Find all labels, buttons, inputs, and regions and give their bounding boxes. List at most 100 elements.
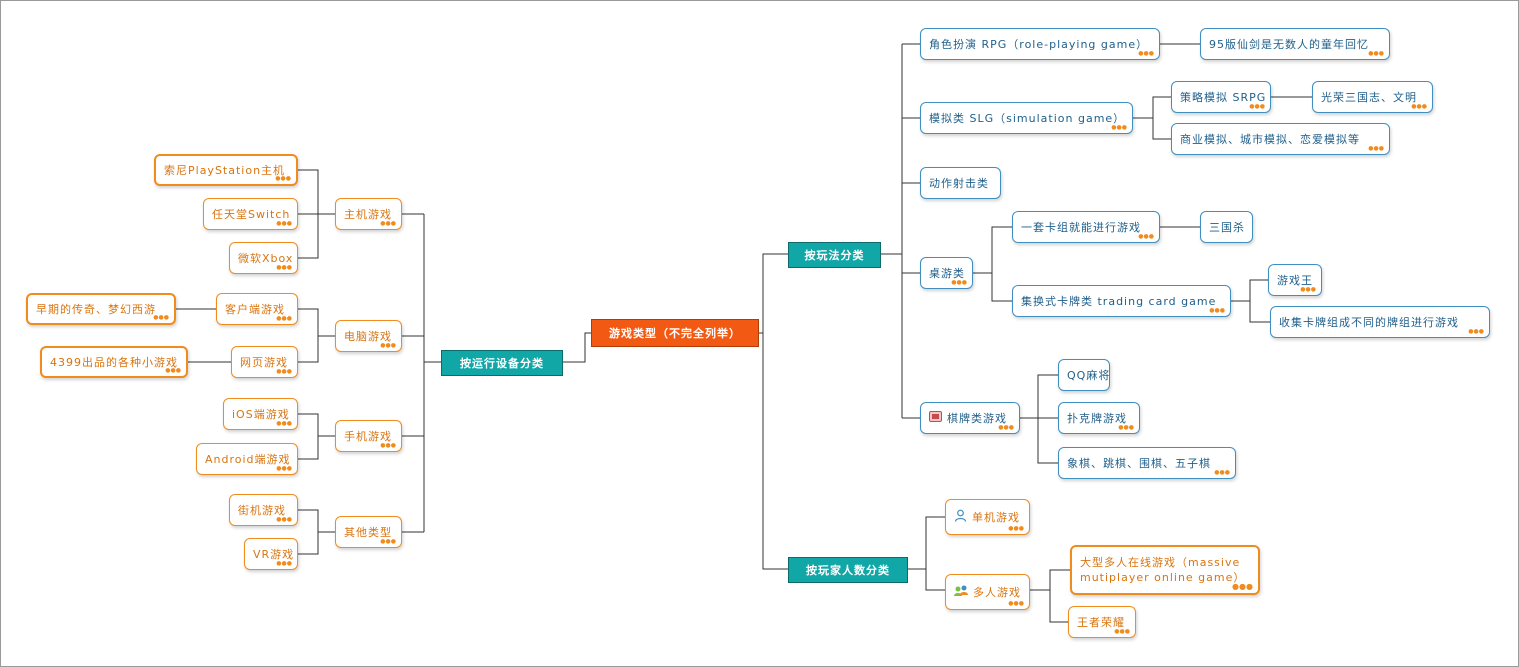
players-single-node[interactable]: 单机游戏 ●●● (945, 499, 1030, 535)
srpg-example-node[interactable]: 光荣三国志、文明 ●●● (1312, 81, 1433, 113)
pc-client-example-label: 早期的传奇、梦幻西游 (36, 303, 156, 316)
link-multi-children (1030, 569, 1070, 623)
tcg-example-label: 游戏王 (1277, 274, 1313, 287)
pc-web-example[interactable]: 4399出品的各种小游戏 ●●● (40, 346, 188, 378)
gameplay-slg-label: 模拟类 SLG（simulation game） (929, 112, 1126, 125)
pc-web-label: 网页游戏 (240, 356, 288, 369)
mobile-item-android[interactable]: Android端游戏 ●●● (196, 443, 298, 475)
deck-example-label: 三国杀 (1209, 221, 1245, 234)
ellipsis-icon: ●●● (276, 560, 292, 567)
chess-item-label: 象棋、跳棋、围棋、五子棋 (1067, 457, 1211, 470)
chess-item-mahjong[interactable]: QQ麻将 (1058, 359, 1110, 391)
slg-business-label: 商业模拟、城市模拟、恋爱模拟等 (1180, 133, 1360, 146)
ellipsis-icon: ●●● (276, 264, 292, 271)
ellipsis-icon: ●●● (1368, 50, 1384, 57)
pc-client-example[interactable]: 早期的传奇、梦幻西游 ●●● (26, 293, 176, 325)
ellipsis-icon: ●●● (1138, 50, 1154, 57)
ellipsis-icon: ●●● (153, 314, 169, 321)
tcg-desc-label: 收集卡牌组成不同的牌组进行游戏 (1279, 316, 1459, 329)
link-other-items (298, 509, 335, 555)
mobile-item-ios[interactable]: iOS端游戏 ●●● (223, 398, 298, 430)
ellipsis-icon: ●●● (380, 538, 396, 545)
device-other-node[interactable]: 其他类型 ●●● (335, 516, 402, 548)
ellipsis-icon: ●●● (1114, 628, 1130, 635)
category-gameplay[interactable]: 按玩法分类 (788, 242, 881, 268)
ellipsis-icon: ●●● (276, 315, 292, 322)
players-multi-node[interactable]: 多人游戏 ●●● (945, 574, 1030, 610)
root-node[interactable]: 游戏类型（不完全列举） (591, 319, 759, 347)
gameplay-slg-node[interactable]: 模拟类 SLG（simulation game） ●●● (920, 102, 1133, 134)
chess-item-label: QQ麻将 (1067, 369, 1111, 382)
ellipsis-icon: ●●● (1008, 525, 1024, 532)
ellipsis-icon: ●●● (276, 368, 292, 375)
gameplay-rpg-node[interactable]: 角色扮演 RPG（role-playing game） ●●● (920, 28, 1160, 60)
link-root-gameplay (759, 253, 788, 334)
pc-client-label: 客户端游戏 (225, 303, 285, 316)
console-item-xbox[interactable]: 微软Xbox ●●● (229, 242, 298, 274)
slg-srpg-label: 策略模拟 SRPG (1180, 91, 1267, 104)
multi-honor-label: 王者荣耀 (1077, 616, 1125, 629)
deck-example-node[interactable]: 三国杀 (1200, 211, 1253, 243)
ellipsis-icon: ●●● (1468, 328, 1484, 335)
link-slg-children (1133, 96, 1171, 140)
pc-web-node[interactable]: 网页游戏 ●●● (231, 346, 298, 378)
ellipsis-icon: ●●● (1249, 103, 1265, 110)
ellipsis-icon: ●●● (380, 442, 396, 449)
ellipsis-icon: ●●● (165, 367, 181, 374)
tcg-example-node[interactable]: 游戏王 ●●● (1268, 264, 1322, 296)
device-pc-label: 电脑游戏 (344, 330, 392, 343)
ellipsis-icon: ●●● (1118, 424, 1134, 431)
other-item-vr[interactable]: VR游戏 ●●● (244, 538, 298, 570)
board-deck-node[interactable]: 一套卡组就能进行游戏 ●●● (1012, 211, 1160, 243)
device-mobile-label: 手机游戏 (344, 430, 392, 443)
multi-mmo-node[interactable]: 大型多人在线游戏（massive mutiplayer online game）… (1070, 545, 1260, 595)
slg-srpg-node[interactable]: 策略模拟 SRPG ●●● (1171, 81, 1271, 113)
ellipsis-icon: ●●● (276, 465, 292, 472)
console-item-label: 任天堂Switch (212, 208, 291, 221)
link-root-players (759, 332, 788, 570)
device-other-label: 其他类型 (344, 526, 392, 539)
device-console-label: 主机游戏 (344, 208, 392, 221)
mobile-item-label: iOS端游戏 (232, 408, 290, 421)
gameplay-board-node[interactable]: 桌游类 ●●● (920, 257, 973, 289)
slg-business-node[interactable]: 商业模拟、城市模拟、恋爱模拟等 ●●● (1171, 123, 1390, 155)
multi-honor-node[interactable]: 王者荣耀 ●●● (1068, 606, 1136, 638)
other-item-arcade[interactable]: 街机游戏 ●●● (229, 494, 298, 526)
srpg-example-label: 光荣三国志、文明 (1321, 91, 1417, 104)
ellipsis-icon: ●●● (1300, 286, 1316, 293)
chess-item-boardgames[interactable]: 象棋、跳棋、围棋、五子棋 ●●● (1058, 447, 1236, 479)
multi-mmo-label: 大型多人在线游戏（massive mutiplayer online game） (1080, 556, 1246, 584)
pc-client-node[interactable]: 客户端游戏 ●●● (216, 293, 298, 325)
console-item-playstation[interactable]: 索尼PlayStation主机 ●●● (154, 154, 298, 186)
gameplay-board-label: 桌游类 (929, 267, 965, 280)
device-pc-node[interactable]: 电脑游戏 ●●● (335, 320, 402, 352)
device-mobile-node[interactable]: 手机游戏 ●●● (335, 420, 402, 452)
board-tcg-node[interactable]: 集换式卡牌类 trading card game ●●● (1012, 285, 1231, 317)
board-deck-label: 一套卡组就能进行游戏 (1021, 221, 1141, 234)
ellipsis-icon: ●●● (1411, 103, 1427, 110)
mahjong-icon (929, 411, 942, 425)
gameplay-action-label: 动作射击类 (929, 177, 989, 190)
device-console-node[interactable]: 主机游戏 ●●● (335, 198, 402, 230)
players-multi-label: 多人游戏 (973, 586, 1021, 599)
rpg-example-node[interactable]: 95版仙剑是无数人的童年回忆 ●●● (1200, 28, 1390, 60)
ellipsis-icon: ●●● (276, 420, 292, 427)
chess-item-poker[interactable]: 扑克牌游戏 ●●● (1058, 402, 1140, 434)
tcg-desc-node[interactable]: 收集卡牌组成不同的牌组进行游戏 ●●● (1270, 306, 1490, 338)
category-players[interactable]: 按玩家人数分类 (788, 557, 908, 583)
ellipsis-icon: ●●● (1138, 233, 1154, 240)
link-console-items (298, 169, 335, 259)
console-item-switch[interactable]: 任天堂Switch ●●● (203, 198, 298, 230)
ellipsis-icon: ●●● (1111, 124, 1127, 131)
ellipsis-icon: ●●● (1368, 145, 1384, 152)
gameplay-chess-label: 棋牌类游戏 (947, 412, 1007, 425)
other-item-label: 街机游戏 (238, 504, 286, 517)
gameplay-rpg-label: 角色扮演 RPG（role-playing game） (929, 38, 1149, 51)
link-mobile-items (298, 413, 335, 460)
category-device[interactable]: 按运行设备分类 (441, 350, 563, 376)
link-device-trunk (423, 214, 441, 532)
gameplay-action-node[interactable]: 动作射击类 (920, 167, 1001, 199)
pc-web-example-label: 4399出品的各种小游戏 (50, 356, 178, 369)
ellipsis-icon: ●●● (275, 175, 291, 182)
gameplay-chess-node[interactable]: 棋牌类游戏 ●●● (920, 402, 1020, 434)
